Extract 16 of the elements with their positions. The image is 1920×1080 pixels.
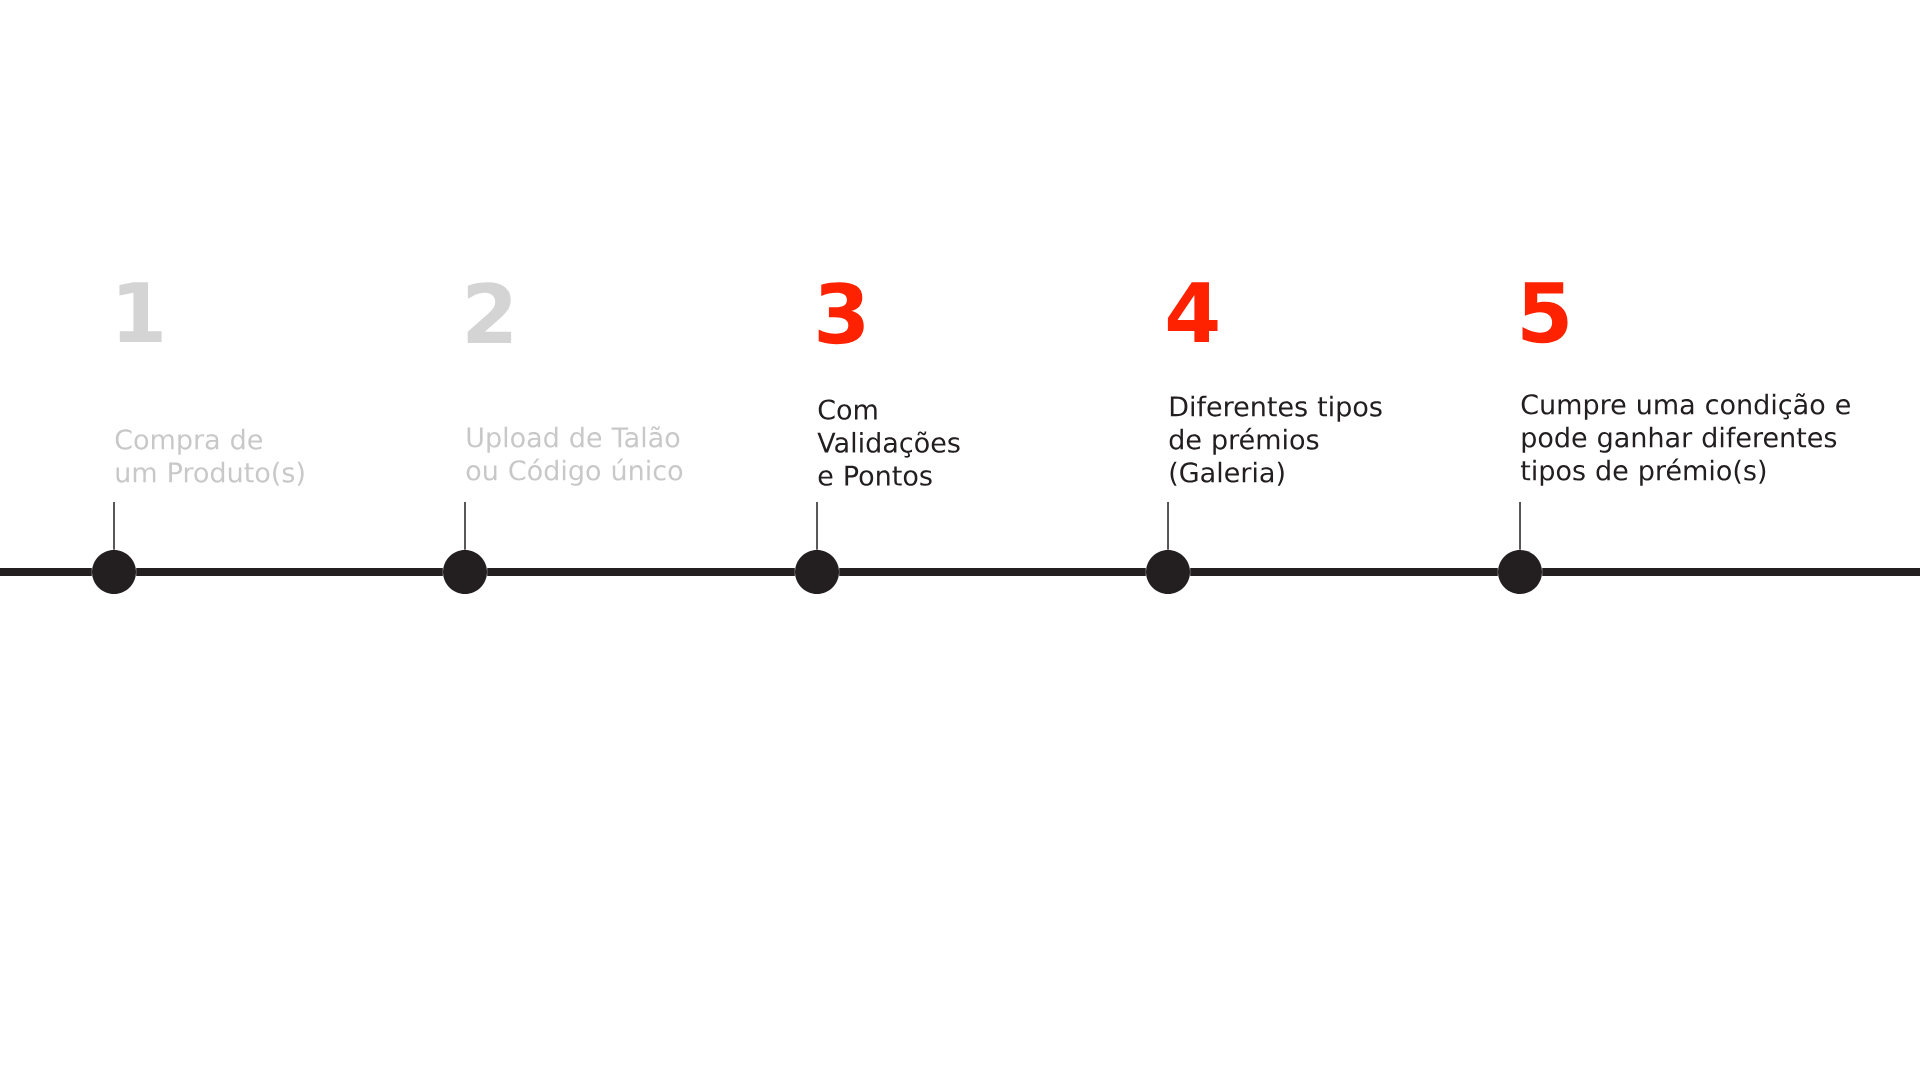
step-label: Diferentes tipos de prémios (Galeria) [1169,395,1382,486]
timeline-dot [1146,550,1190,594]
step-number: 5 [1522,282,1568,344]
step-number: 4 [1167,282,1218,342]
leader-line [1519,501,1521,551]
timeline-dot [795,550,839,594]
leader-line [113,501,115,551]
timeline-dot [92,550,136,594]
timeline-dot [443,550,487,594]
timeline-dot [1498,550,1542,594]
leader-line [816,501,818,551]
leader-line [464,501,466,551]
leader-line [1167,501,1169,551]
step-label: Com Validações e Pontos [817,399,960,486]
step-label: Cumpre uma condição e pode ganhar diferentes tipos de prémio(s) [1520,393,1850,486]
step-number: 3 [818,282,864,345]
